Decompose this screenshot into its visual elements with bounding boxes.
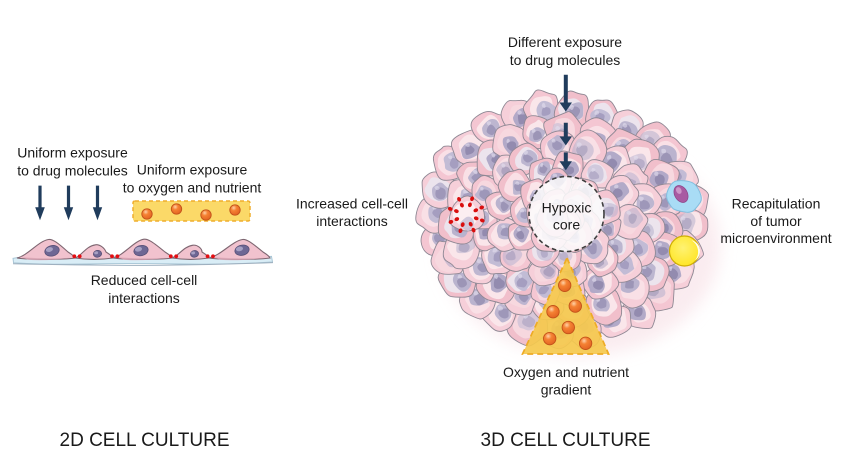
svg-text:Hypoxic: Hypoxic [542, 200, 592, 216]
svg-text:Uniform exposure: Uniform exposure [137, 162, 248, 178]
svg-text:gradient: gradient [541, 382, 592, 398]
svg-text:to oxygen and nutrient: to oxygen and nutrient [123, 180, 262, 196]
svg-text:of tumor: of tumor [750, 213, 802, 229]
svg-text:interactions: interactions [108, 290, 180, 306]
svg-text:core: core [553, 217, 580, 233]
svg-text:Different exposure: Different exposure [508, 34, 622, 50]
svg-text:Reduced cell-cell: Reduced cell-cell [91, 272, 198, 288]
svg-text:interactions: interactions [316, 213, 388, 229]
svg-text:2D CELL CULTURE: 2D CELL CULTURE [60, 430, 230, 451]
svg-text:to drug molecules: to drug molecules [17, 163, 128, 179]
svg-text:to drug molecules: to drug molecules [510, 52, 621, 68]
svg-text:Increased cell-cell: Increased cell-cell [296, 196, 408, 212]
svg-text:Oxygen and nutrient: Oxygen and nutrient [503, 364, 629, 380]
svg-text:3D CELL CULTURE: 3D CELL CULTURE [481, 430, 651, 451]
svg-text:microenvironment: microenvironment [720, 230, 831, 246]
svg-text:Recapitulation: Recapitulation [732, 196, 821, 212]
svg-text:Uniform exposure: Uniform exposure [17, 145, 128, 161]
